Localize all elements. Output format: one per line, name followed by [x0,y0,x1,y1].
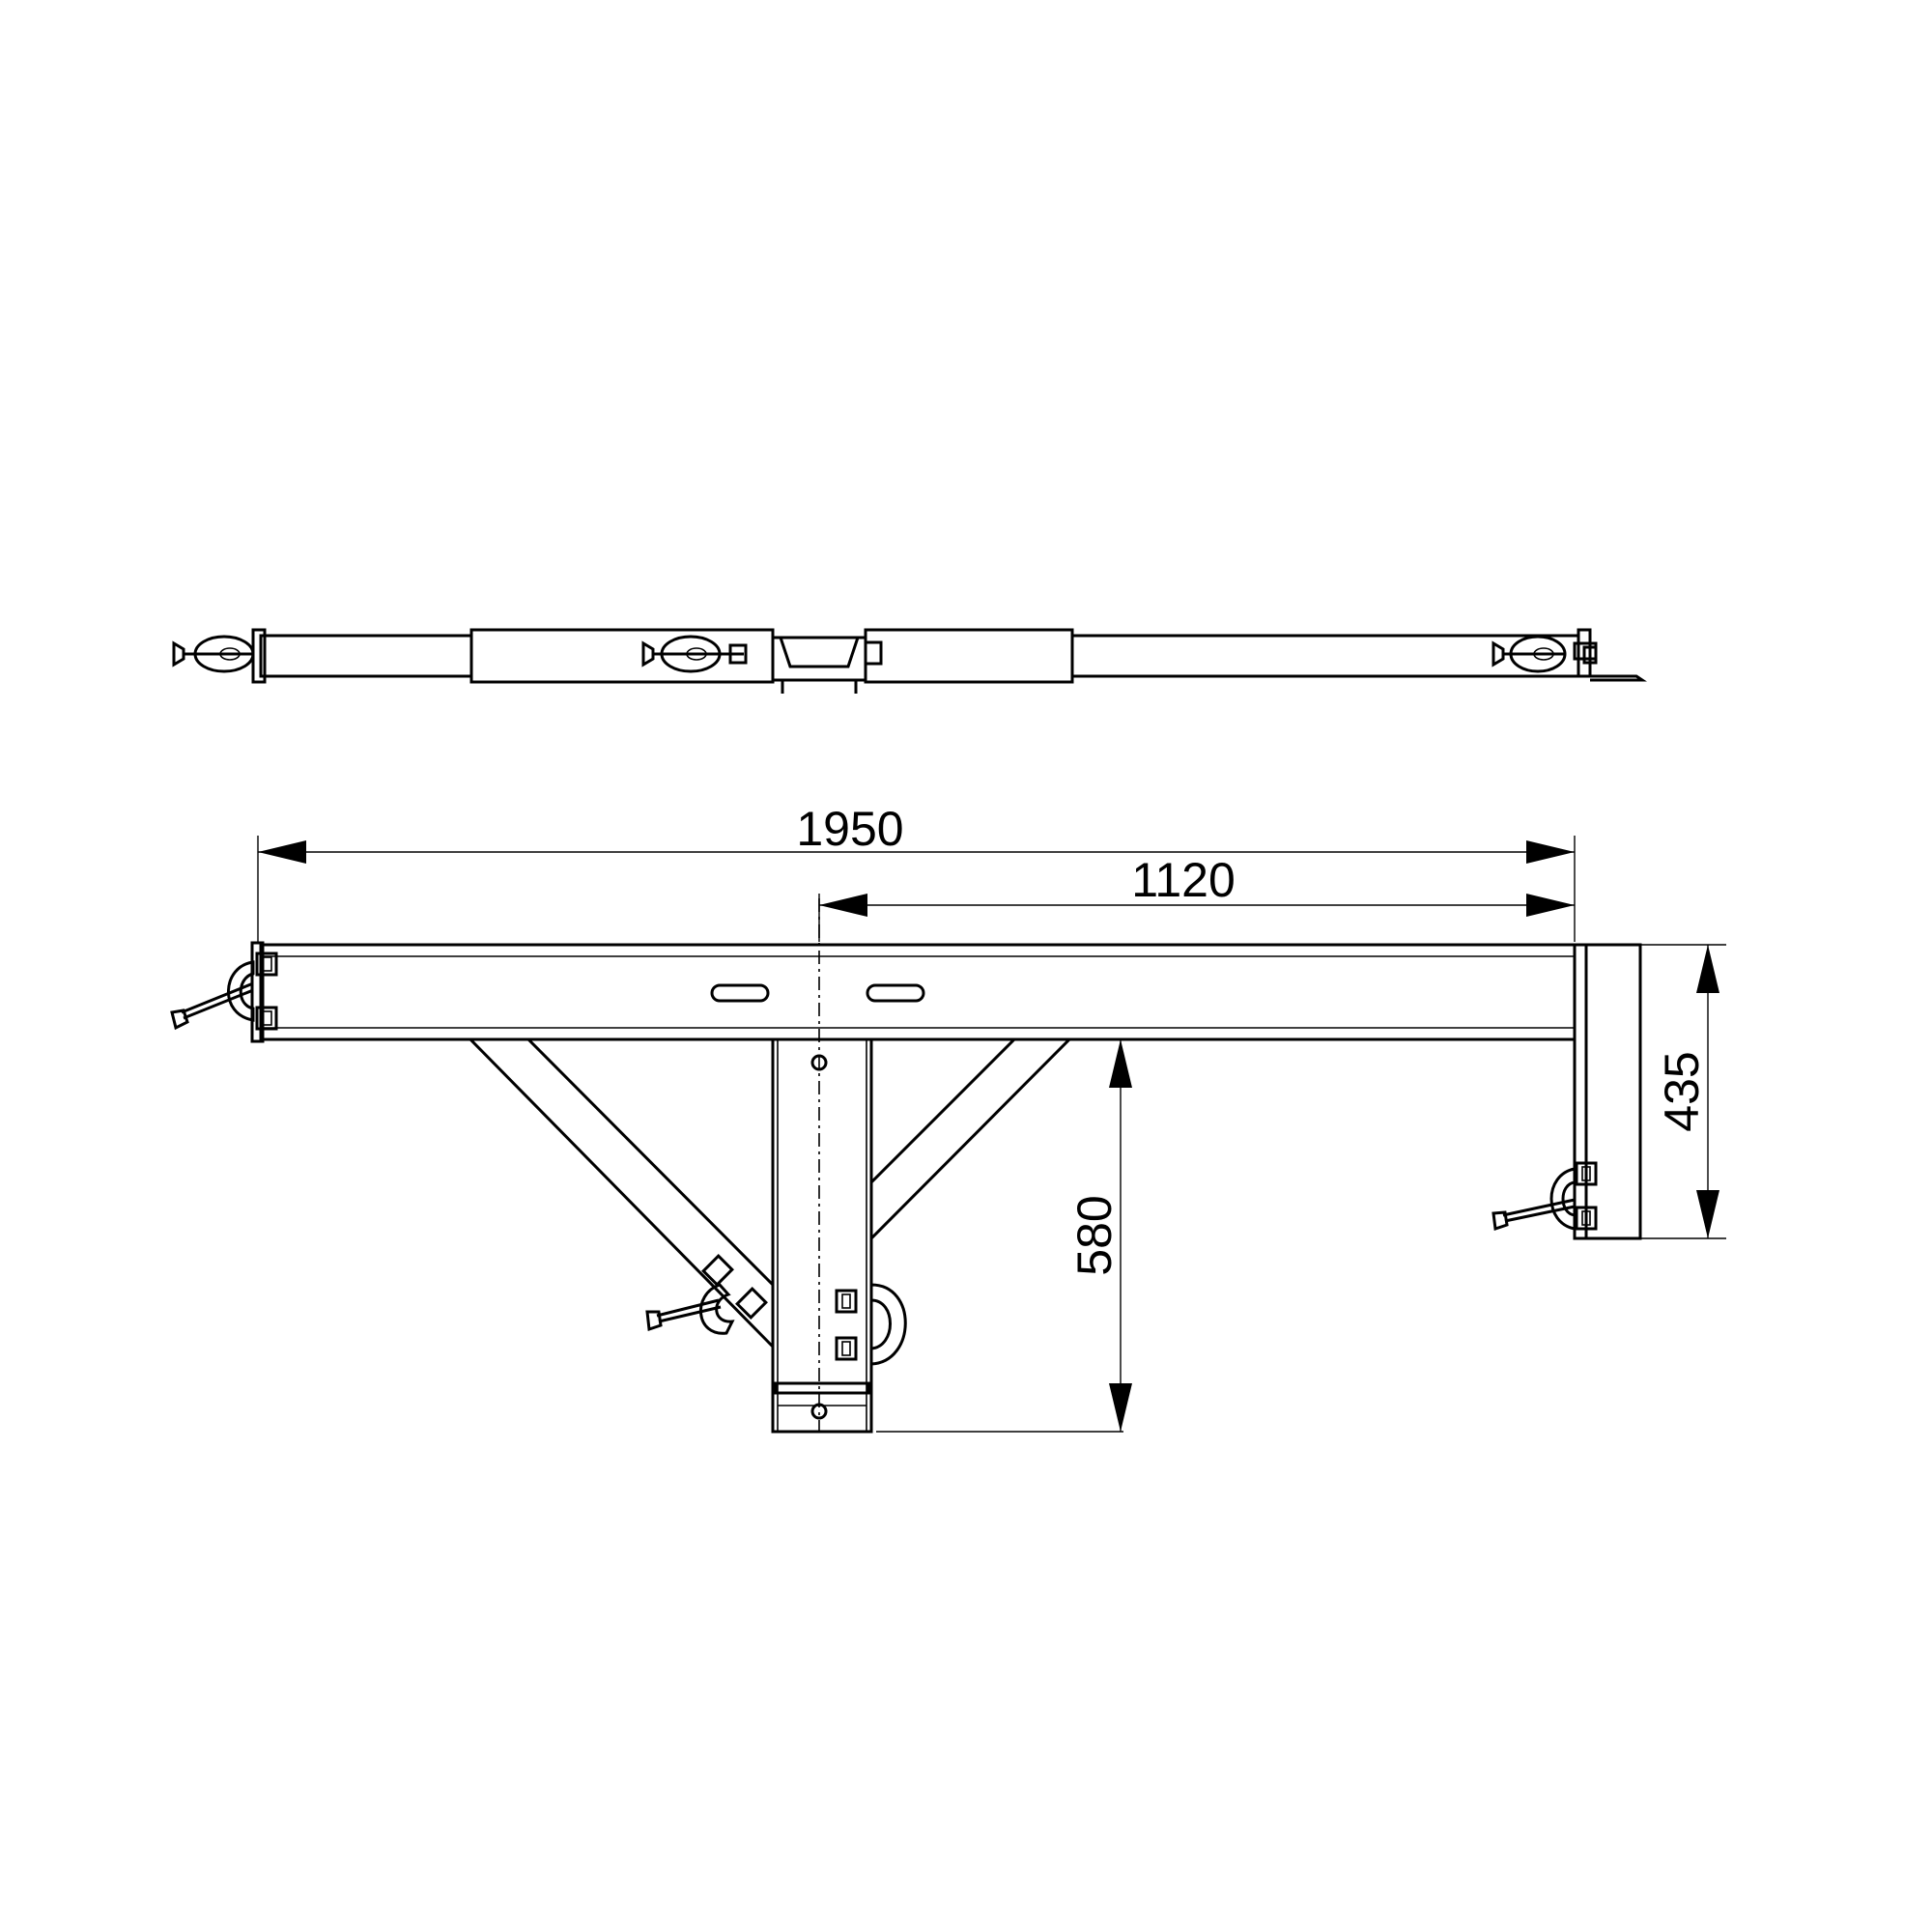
coupler-brace [645,1254,768,1335]
dimension-1120-label: 1120 [1131,853,1236,907]
pole-tube-nuts [835,1289,858,1361]
dimension-pole-height: 580 [876,1039,1132,1433]
top-view [172,628,1647,694]
lifting-eye [869,1283,907,1366]
brace-right [869,1037,1073,1242]
beam-slot-right [866,983,925,1003]
top-left-end-cap [251,628,267,684]
beam-slot-left [710,983,770,1003]
top-quick-pin-left [172,635,255,673]
brace-left [467,1037,775,1350]
top-quick-pin-right [1492,635,1567,673]
dimension-1950-label: 1950 [796,802,903,856]
end-plate [1573,943,1642,1240]
main-beam [250,941,1577,1043]
coupler-left [170,952,278,1031]
top-center-sleeve [469,628,775,684]
top-left-tube [259,634,473,678]
dimension-pole-to-end: 1120 [818,853,1575,942]
top-quick-pin-center [641,635,748,673]
dimension-435-label: 435 [1655,1051,1709,1131]
dimension-overall-length: 1950 [257,802,1576,942]
top-end-plate [1573,628,1647,682]
top-right-sleeve [864,628,1074,684]
coupler-right [1492,1161,1598,1232]
pole-mount-tube [771,1037,873,1434]
dimension-580-label: 580 [1067,1195,1122,1275]
front-view [170,898,1642,1434]
dimension-end-plate-height: 435 [1640,944,1726,1239]
